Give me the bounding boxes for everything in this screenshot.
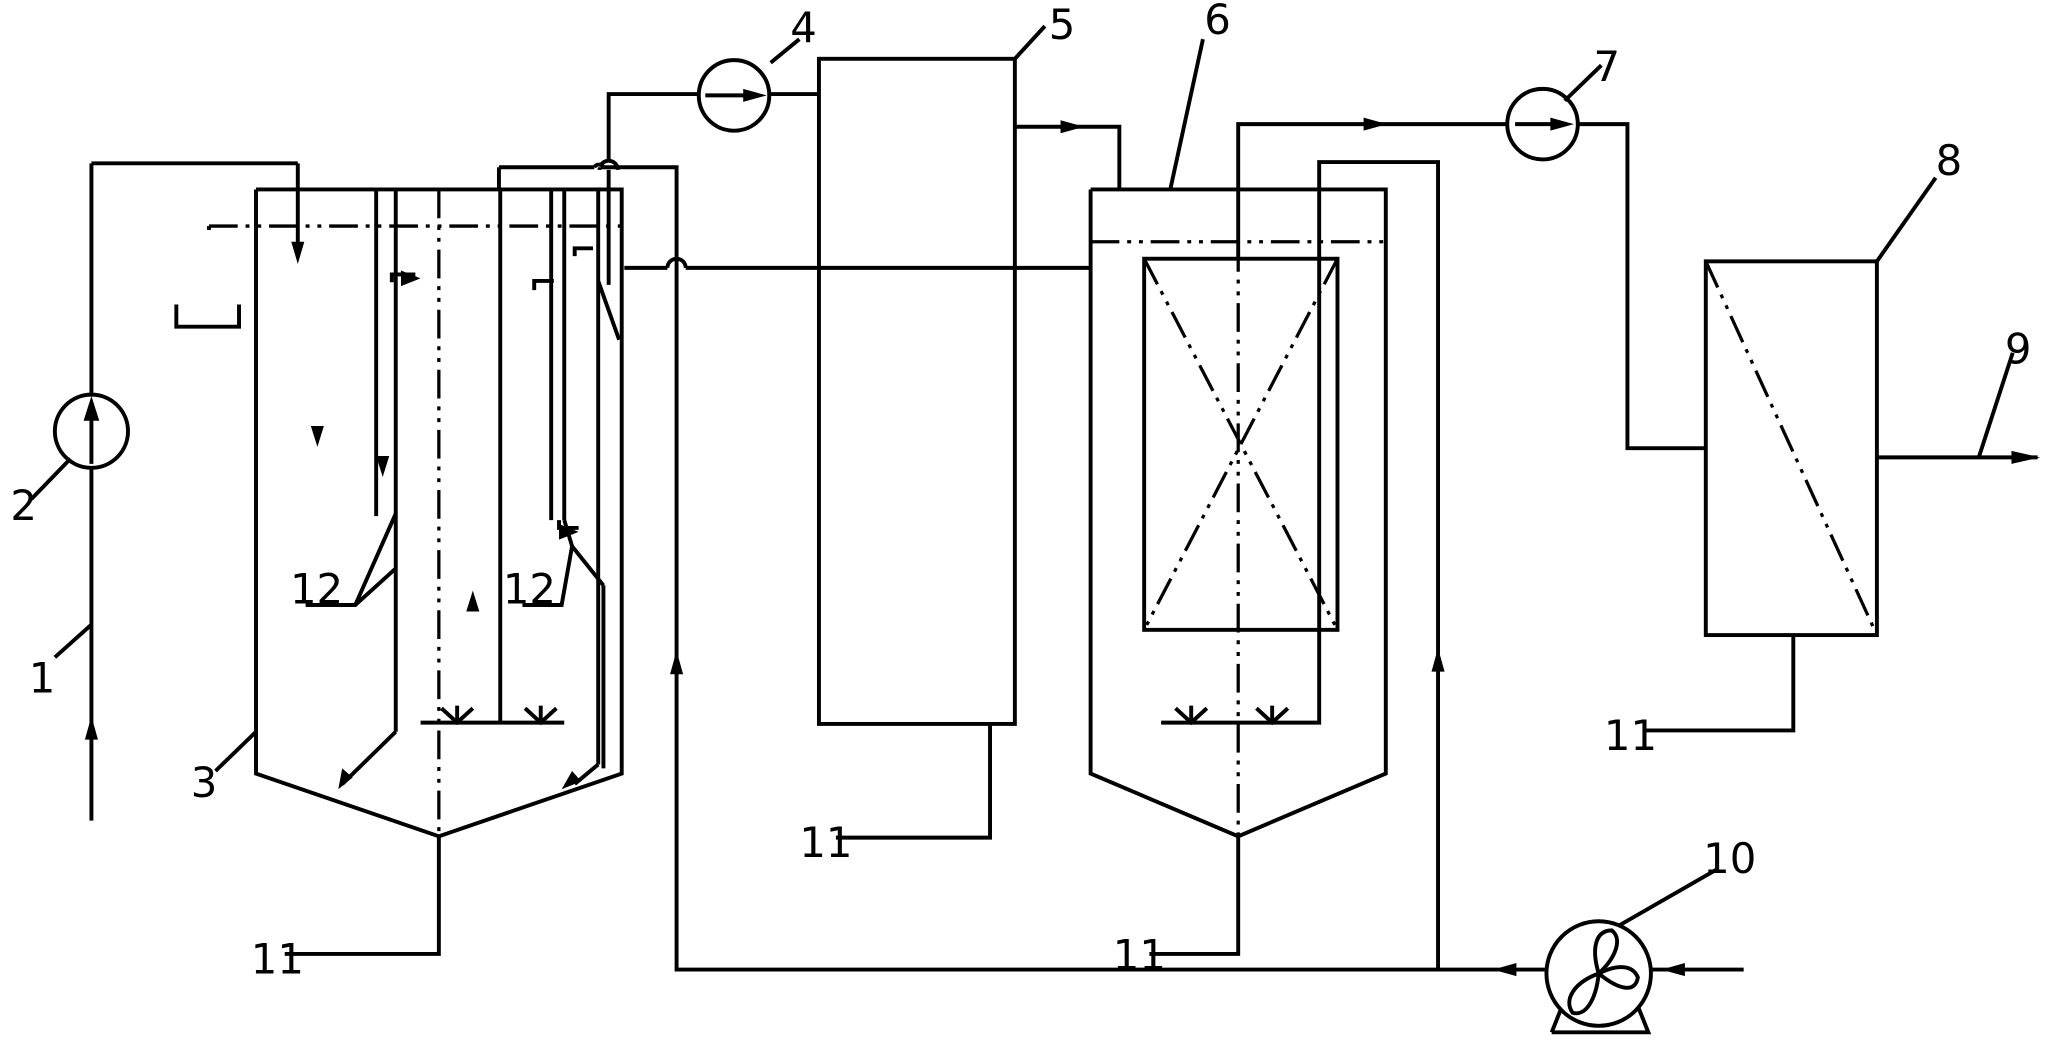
permeate-pipe [1236,117,1706,451]
label-10: 10 [1703,834,1756,883]
label-5: 5 [1049,0,1076,49]
label-1: 1 [29,654,56,703]
filter-unit-8 [1703,259,1879,638]
label-6: 6 [1204,0,1231,44]
label-3: 3 [191,758,218,807]
inlet-pump-2 [52,392,130,470]
label-11-tank5: 11 [799,818,852,867]
drain-lines-11 [284,635,1796,956]
label-12-right: 12 [503,565,556,614]
return-line [624,256,1091,270]
pump-4 [696,58,772,133]
label-11-tank6: 11 [1113,931,1166,980]
leader-12 [305,512,575,607]
tank-5 [816,56,1017,726]
label-12-left: 12 [290,565,343,614]
air-pipe-6 [1316,160,1445,970]
label-2: 2 [10,481,37,530]
label-8: 8 [1936,136,1963,185]
leader-lines [29,24,2015,927]
air-main-line [496,162,1744,977]
label-9: 9 [2005,324,2032,373]
label-11-unit8: 11 [1604,711,1657,760]
reactor-tank-3 [174,187,624,839]
blower-10 [1544,919,1653,1035]
label-4: 4 [790,3,817,52]
labels: 1 2 3 4 5 6 7 8 9 10 11 11 11 11 12 12 [10,0,2031,984]
inlet-pipe [84,161,305,821]
pump-7 [1505,86,1580,162]
label-11-tank3: 11 [251,935,304,984]
pipe-5-to-6 [1014,120,1122,190]
label-7: 7 [1593,42,1620,91]
outlet-pipe-9 [1876,450,2041,464]
